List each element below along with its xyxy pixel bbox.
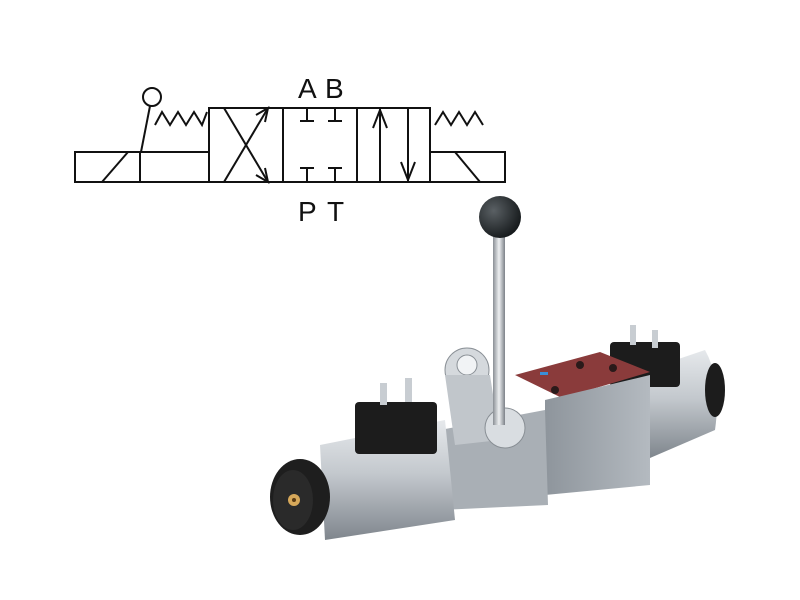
solenoid-slash-right: [454, 151, 481, 183]
lever-ball-knob: [479, 196, 521, 238]
port-label-b: B: [325, 73, 344, 104]
valve-envelopes: [208, 107, 431, 183]
left-connector: [355, 402, 437, 454]
valve-product-photo: [270, 196, 725, 540]
lever-ball-symbol: [142, 87, 162, 107]
spring-left-icon: [154, 109, 208, 128]
solenoid-slash-left: [101, 151, 129, 183]
hydraulic-symbol: [74, 87, 506, 185]
port-label-t: T: [327, 196, 344, 227]
right-knob: [705, 363, 725, 417]
red-plate: [515, 352, 650, 398]
port-label-p: P: [298, 196, 317, 227]
port-label-a: A: [298, 73, 317, 104]
spring-right-icon: [434, 110, 484, 127]
lever-rod: [493, 230, 505, 425]
valve-body: [545, 375, 650, 495]
left-actuator-box: [74, 151, 210, 183]
right-actuator-box: [429, 151, 506, 183]
